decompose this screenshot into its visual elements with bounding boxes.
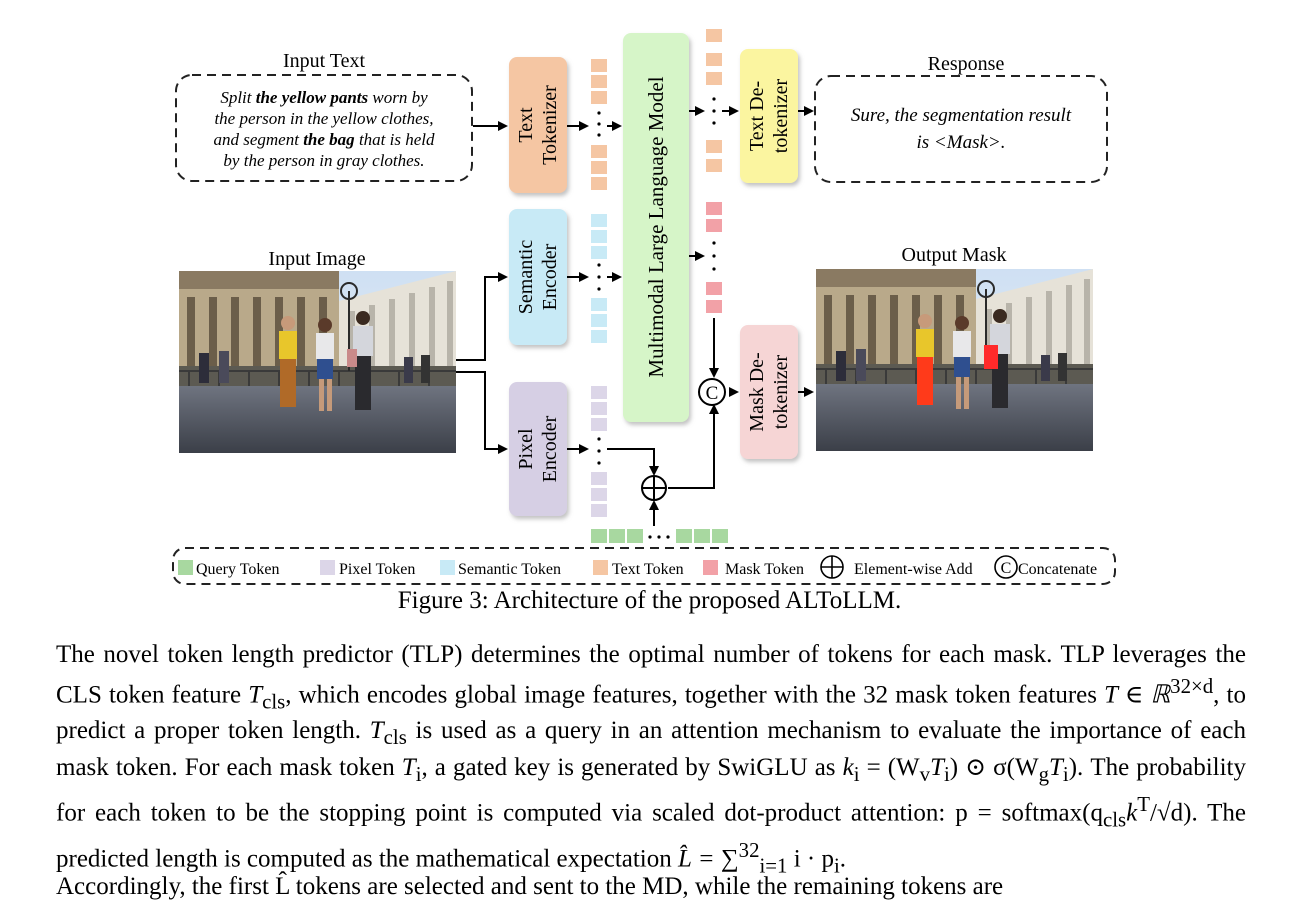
- output-mask-image: [815, 268, 1094, 452]
- legend-pixel-label: Pixel Token: [339, 561, 415, 578]
- input-image-label: Input Image: [268, 248, 365, 270]
- svg-text:C: C: [1001, 560, 1012, 577]
- legend-concat-icon: C: [994, 555, 1018, 579]
- legend-concat-label: Concatenate: [1018, 561, 1097, 578]
- response-line-2: is <Mask>.: [917, 132, 1006, 153]
- semantic-encoder-box: [509, 209, 567, 345]
- legend-mask-swatch: [703, 560, 718, 575]
- legend-text-swatch: [593, 560, 608, 575]
- input-image: [178, 270, 457, 454]
- query-token-row: [591, 529, 728, 543]
- pixel-encoder-box: [509, 382, 567, 516]
- text-output-token-stack: [706, 29, 722, 172]
- legend-mask-label: Mask Token: [725, 561, 804, 578]
- text-token-stack: [591, 59, 607, 190]
- legend-add-icon: [820, 555, 844, 579]
- cutoff-line: Accordingly, the first L̂ tokens are sel…: [56, 873, 1004, 900]
- mask-detokenizer-label: Mask De-tokenizer: [746, 352, 792, 431]
- input-text-box: [175, 74, 473, 182]
- response-line-1: Sure, the segmentation result: [851, 105, 1072, 126]
- legend-semantic-label: Semantic Token: [458, 561, 561, 578]
- response-box: [814, 75, 1108, 183]
- figure-caption: Figure 3: Architecture of the proposed A…: [397, 587, 902, 614]
- output-mask-label: Output Mask: [902, 244, 1007, 266]
- semantic-token-stack: [591, 214, 607, 343]
- text-detokenizer-box: [740, 49, 798, 183]
- element-wise-add-icon: [641, 475, 667, 501]
- mllm-label: Multimodal Large Language Model: [644, 76, 668, 377]
- legend-semantic-swatch: [440, 560, 455, 575]
- input-text-label: Input Text: [283, 50, 366, 72]
- svg-text:C: C: [706, 383, 719, 404]
- legend-query-label: Query Token: [196, 561, 279, 578]
- legend-add-label: Element-wise Add: [854, 561, 973, 578]
- concatenate-icon: C: [698, 378, 726, 406]
- mask-detokenizer-box: [740, 325, 798, 459]
- mllm-box: [623, 33, 689, 422]
- legend-pixel-swatch: [320, 560, 335, 575]
- text-tokenizer-box: [509, 57, 567, 193]
- input-text-line-4: by the person in gray clothes.: [223, 151, 424, 170]
- response-label: Response: [928, 53, 1005, 75]
- text-detokenizer-label: Text De-tokenizer: [746, 78, 792, 153]
- legend-query-swatch: [178, 560, 193, 575]
- architecture-figure: Input Text Split the yellow pants worn b…: [172, 29, 1116, 585]
- input-text-line-3: and segment the bag that is held: [213, 130, 435, 149]
- legend-text-label: Text Token: [612, 561, 684, 578]
- mask-output-token-stack: [706, 202, 722, 313]
- legend-box: [172, 547, 1116, 585]
- input-text-line-2: the person in the yellow clothes,: [214, 109, 433, 128]
- pixel-token-stack: [591, 386, 607, 517]
- input-text-line-1: Split the yellow pants worn by: [220, 88, 428, 107]
- body-paragraph: The novel token length predictor (TLP) d…: [56, 641, 1246, 878]
